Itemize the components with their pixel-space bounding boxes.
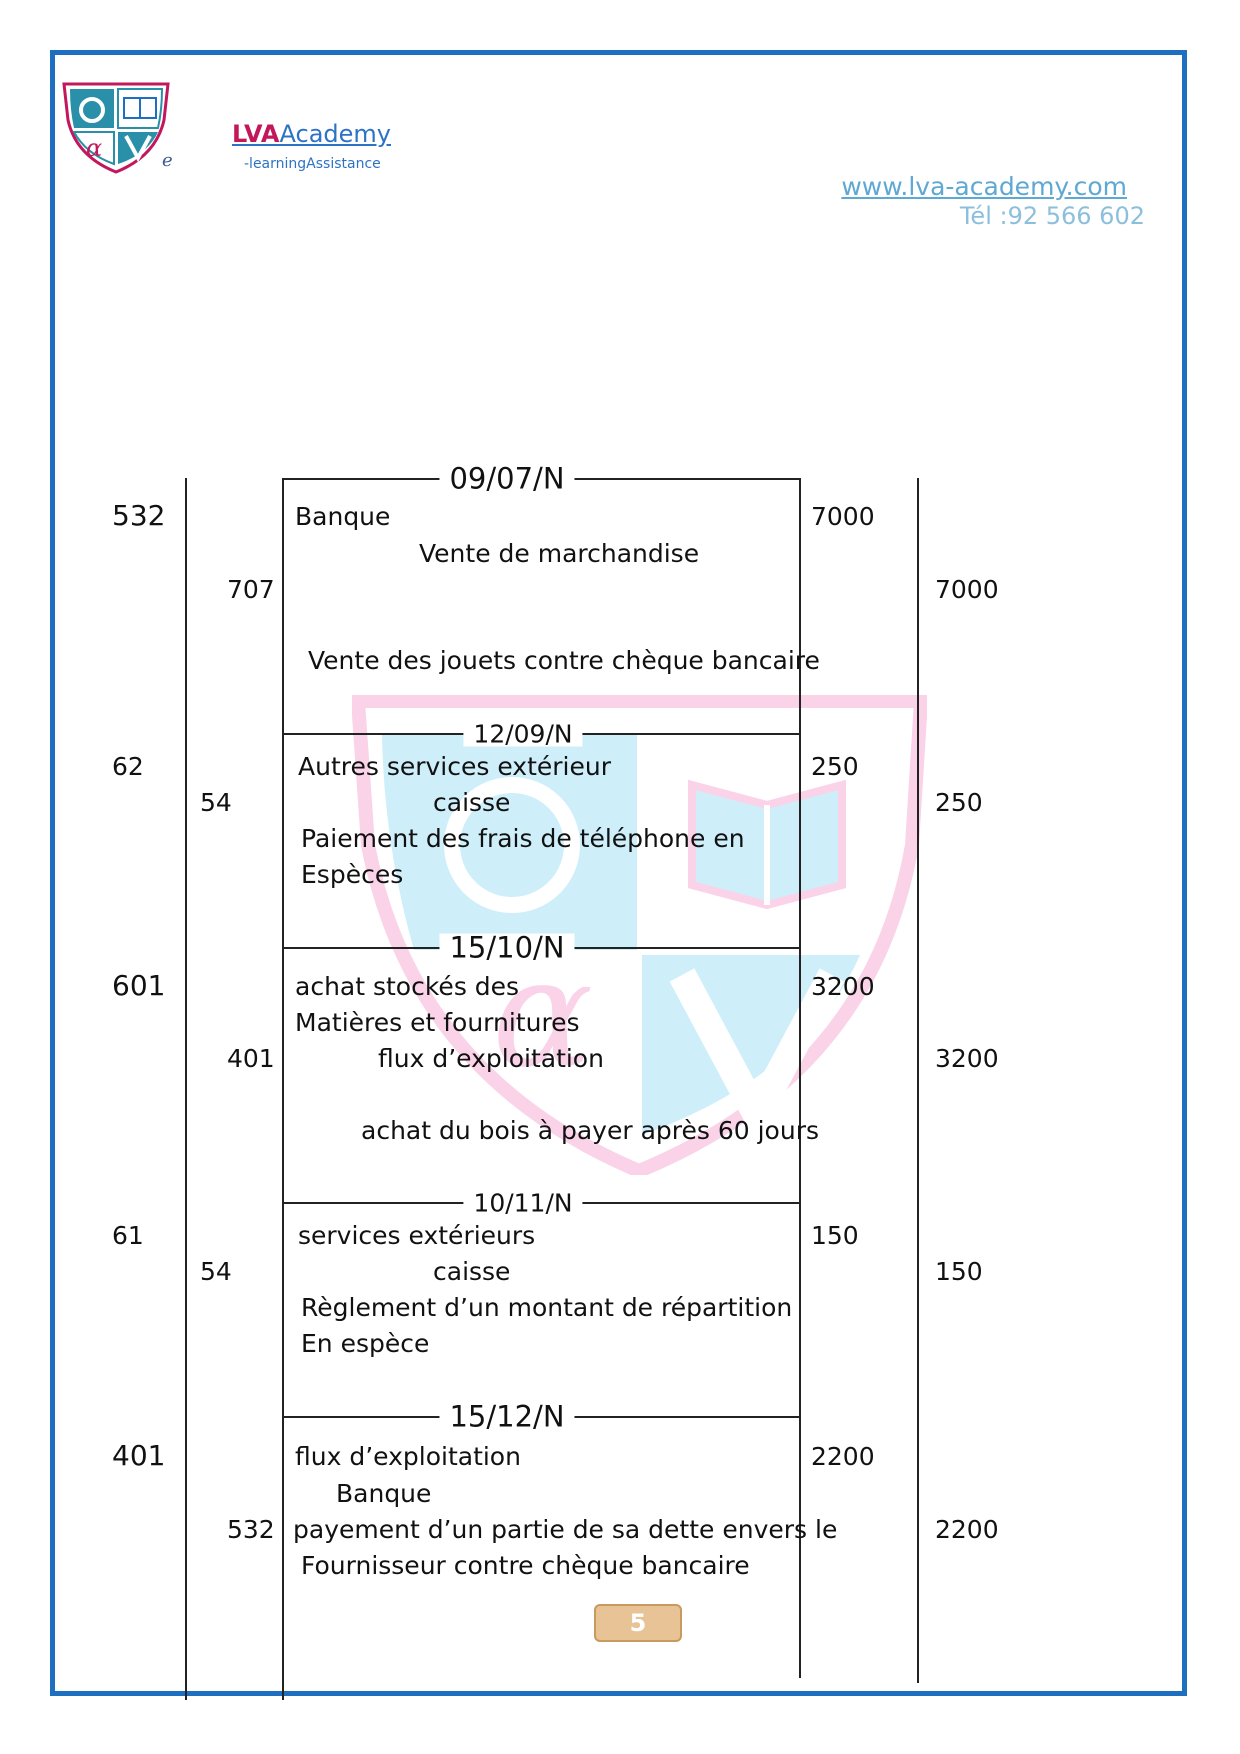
credit-amount: 2200 [935,1515,999,1544]
entry-date: 15/10/N [439,933,575,963]
debit-account-number: 61 [112,1221,144,1250]
debit-amount: 3200 [811,972,875,1001]
credit-account-label: caisse [433,1257,511,1286]
credit-account-label: Vente de marchandise [419,539,700,568]
entry-description-line-2: Fournisseur contre chèque bancaire [301,1551,750,1580]
credit-account-number: 54 [200,1257,232,1286]
entry-description: Vente des jouets contre chèque bancaire [308,646,820,675]
logo-letter: e [162,150,173,171]
debit-account-label: Banque [295,502,391,531]
debit-account-number: 401 [112,1439,166,1472]
page-frame [50,50,1187,1696]
credit-account-number: 54 [200,788,232,817]
journal-column-line-1 [185,478,187,1700]
entry-date: 12/09/N [463,721,583,747]
debit-amount: 2200 [811,1442,875,1471]
entry-description-line-1: Règlement d’un montant de répartition [301,1293,793,1322]
entry-description-line-2: Espèces [301,860,404,889]
debit-amount: 7000 [811,502,875,531]
credit-amount: 3200 [935,1044,999,1073]
entry-description-line-1: Paiement des frais de téléphone en [301,824,745,853]
brand-lva: LVA [232,120,280,148]
brand-tagline: -learningAssistance [244,156,381,172]
debit-account-label: services extérieurs [298,1221,536,1250]
entry-date: 10/11/N [463,1190,583,1216]
credit-amount: 7000 [935,575,999,604]
page-number-badge: 5 [594,1604,682,1642]
brand-name: LVAAcademy [232,120,391,148]
svg-text:α: α [86,134,102,162]
entry-date: 09/07/N [439,464,575,494]
credit-amount: 250 [935,788,983,817]
journal-column-line-4 [917,478,919,1683]
watermark-shield-icon: α [352,695,927,1175]
debit-amount: 150 [811,1221,859,1250]
phone-number: Tél :92 566 602 [959,202,1145,230]
debit-account-number: 532 [112,499,166,532]
debit-account-label-line-1: achat stockés des [295,972,520,1001]
debit-account-number: 62 [112,752,144,781]
credit-account-label: caisse [433,788,511,817]
journal-column-line-3 [799,478,801,1678]
journal-column-line-2 [282,478,284,1700]
credit-account-number: 707 [227,575,275,604]
entry-description-line-1: payement d’un partie de sa dette envers … [293,1515,838,1544]
credit-account-label: flux d’exploitation [378,1044,604,1073]
entry-date: 15/12/N [439,1402,575,1432]
debit-amount: 250 [811,752,859,781]
entry-description: achat du bois à payer après 60 jours [361,1116,819,1145]
debit-account-number: 601 [112,969,166,1002]
debit-account-label-line-2: Matières et fournitures [295,1008,580,1037]
debit-account-label: flux d’exploitation [295,1442,521,1471]
debit-account-label: Autres services extérieur [298,752,612,781]
website-link[interactable]: www.lva-academy.com [841,172,1127,201]
brand-academy: Academy [279,120,391,148]
lva-shield-logo-icon: α [62,82,170,174]
credit-account-label: Banque [336,1479,432,1508]
credit-amount: 150 [935,1257,983,1286]
credit-account-number: 532 [227,1515,275,1544]
entry-description-line-2: En espèce [301,1329,430,1358]
credit-account-number: 401 [227,1044,275,1073]
